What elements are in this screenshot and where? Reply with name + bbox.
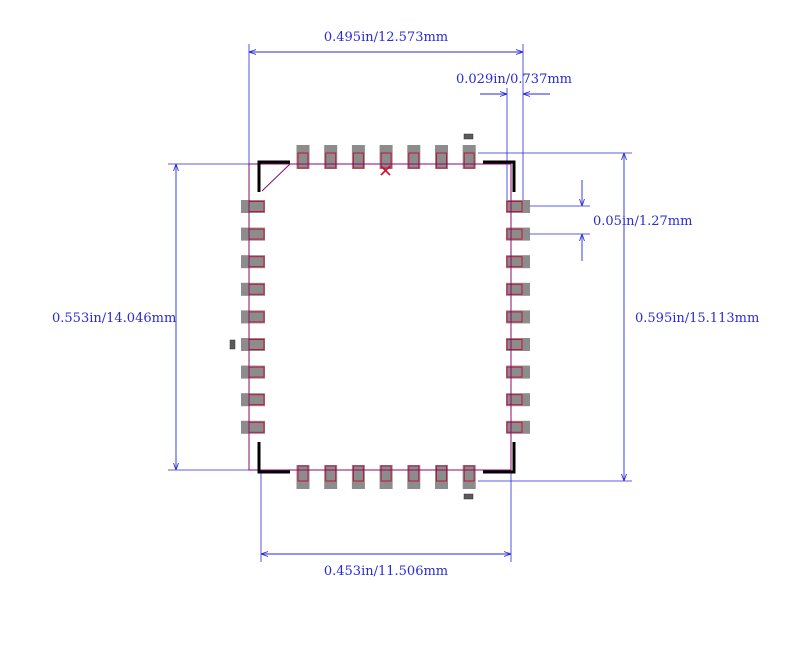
silkscreen-corners (257, 160, 516, 474)
pad-bottom-outline (325, 465, 337, 482)
label-overall-width: 0.495in/12.573mm (324, 30, 448, 45)
pad-bottom (351, 465, 365, 489)
package-body (248, 163, 512, 471)
pad-top-outline (436, 152, 447, 169)
pad-bottom (435, 465, 448, 489)
pad-right (506, 227, 530, 241)
origin-cross-icon (380, 165, 391, 176)
pad-right-outline (506, 339, 523, 350)
label-pad-width: 0.029in/0.737mm (456, 72, 572, 87)
pad-bottom (462, 465, 476, 489)
pad-bottom-outline (436, 465, 447, 482)
pad-left (241, 420, 265, 434)
body-outline (248, 163, 512, 471)
mark-top (463, 133, 474, 140)
pad-right (506, 393, 530, 407)
mark-left (229, 339, 236, 350)
pad-top-outline (463, 152, 475, 169)
label-body-height: 0.553in/14.046mm (52, 311, 176, 326)
pad-top (435, 145, 448, 169)
pad-top-outline (380, 152, 392, 169)
pad-bottom (324, 465, 338, 489)
pad-top-outline (408, 152, 420, 169)
pad-right-outline (506, 283, 523, 295)
pad-right (506, 255, 530, 269)
pad-right (506, 365, 530, 379)
pad-top-outline (325, 152, 337, 169)
mark-bottom (463, 493, 474, 500)
pad-top-outline (297, 152, 309, 169)
pad-left (241, 282, 265, 296)
pad-left (241, 255, 265, 269)
pad-left (241, 338, 265, 351)
pad-right (506, 282, 530, 296)
pad-bottom (379, 465, 393, 489)
pad-top (462, 145, 476, 169)
label-overall-height: 0.595in/15.113mm (635, 311, 759, 326)
pad-bottom-outline (297, 465, 309, 482)
pad-bottom-outline (352, 465, 364, 482)
pad-top-outline (352, 152, 364, 169)
label-body-width: 0.453in/11.506mm (324, 564, 448, 579)
pad-bottom-outline (380, 465, 392, 482)
pad-top (351, 145, 365, 169)
label-pitch: 0.05in/1.27mm (593, 214, 692, 229)
pad-right-outline (506, 228, 523, 240)
pad-bottom (296, 465, 310, 489)
pad-bottom-outline (408, 465, 420, 482)
dimension-labels: 0.495in/12.573mm 0.029in/0.737mm 0.05in/… (52, 30, 759, 579)
pad-group (241, 145, 530, 489)
pad-left (241, 393, 265, 407)
pad-right (506, 420, 530, 434)
pin1-chamfer (261, 163, 291, 192)
pad-bottom (407, 465, 421, 489)
pad-right-outline (506, 394, 523, 406)
fiducial-marks (229, 133, 474, 500)
pad-top (407, 145, 421, 169)
pad-right (506, 310, 530, 324)
pad-top (379, 145, 393, 169)
pad-left (241, 310, 265, 324)
pad-left (241, 365, 265, 379)
pad-left (241, 227, 265, 241)
extension-lines (168, 44, 632, 562)
pad-right-outline (506, 421, 523, 433)
pad-top (324, 145, 338, 169)
pad-right-outline (506, 366, 523, 378)
pad-right-outline (506, 201, 523, 212)
pad-top (296, 145, 310, 169)
pad-right-outline (506, 256, 523, 268)
pad-left (241, 200, 265, 213)
pad-right (506, 338, 530, 351)
pad-right (506, 200, 530, 213)
pad-bottom-outline (463, 465, 475, 482)
dimension-arrows (176, 52, 624, 554)
pad-right-outline (506, 311, 523, 323)
